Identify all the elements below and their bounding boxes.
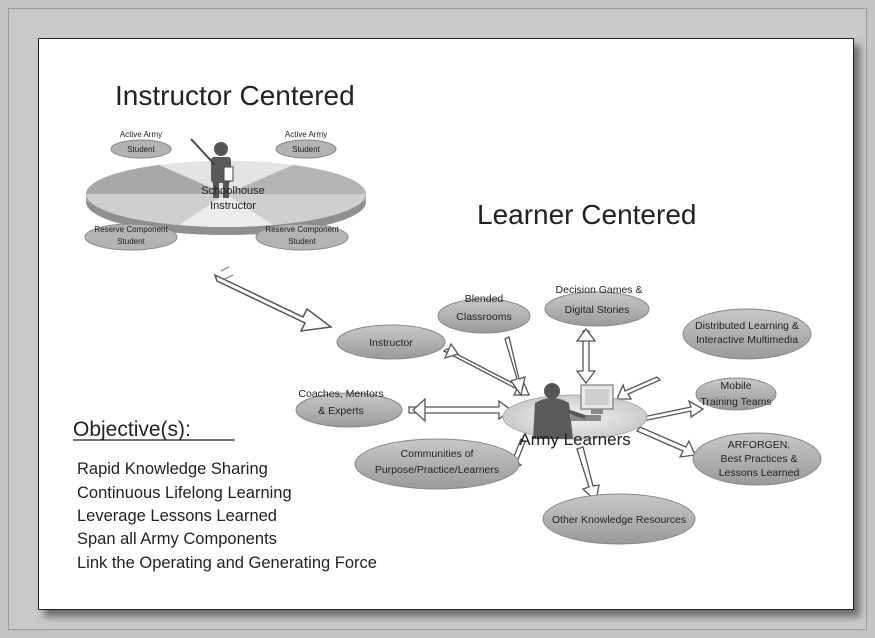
node-instructor: Instructor [336,324,446,360]
node-decision-games: Decision Games & Digital Stories [544,284,650,327]
svg-text:& Experts: & Experts [318,405,364,417]
svg-text:Instructor: Instructor [369,337,413,349]
svg-text:Student: Student [288,237,316,246]
army-learners-label: Army Learners [519,430,630,449]
objective-item: Rapid Knowledge Sharing [77,460,268,478]
instructor-centered-title: Instructor Centered [115,80,355,111]
node-other-knowledge: Other Knowledge Resources [542,493,696,545]
learner-centered-title: Learner Centered [477,199,696,230]
svg-text:Distributed Learning &: Distributed Learning & [695,320,799,332]
node-mobile-training-teams: Mobile Training Teams [695,377,777,411]
transition-arrow-icon [213,266,333,332]
svg-text:Reserve Component: Reserve Component [265,225,339,234]
svg-text:ARFORGEN,: ARFORGEN, [728,439,790,451]
svg-text:Student: Student [127,145,155,154]
instructor-figure-icon [190,138,234,198]
node-distributed-learning: Distributed Learning & Interactive Multi… [682,308,812,360]
svg-text:Best Practices &: Best Practices & [720,453,797,465]
svg-text:Student: Student [117,237,145,246]
svg-text:Other Knowledge Resources: Other Knowledge Resources [552,514,686,526]
objective-item: Span all Army Components [77,530,277,548]
objective-item: Leverage Lessons Learned [77,507,277,525]
svg-text:Active Army: Active Army [285,130,327,139]
svg-text:Mobile: Mobile [721,380,752,392]
student-reserve-left: Reserve Component Student [84,223,178,251]
svg-text:Communities of: Communities of [401,448,474,460]
army-learners-hub [502,383,648,440]
svg-text:Purpose/Practice/Learners: Purpose/Practice/Learners [375,464,499,476]
svg-text:Classrooms: Classrooms [456,311,511,323]
svg-text:Digital Stories: Digital Stories [565,304,630,316]
svg-text:Reserve Component: Reserve Component [94,225,168,234]
svg-text:Active Army: Active Army [120,130,162,139]
svg-text:Coaches, Mentors: Coaches, Mentors [298,388,383,400]
objectives-block: Objective(s): Rapid Knowledge Sharing Co… [73,418,377,572]
svg-text:Lessons Learned: Lessons Learned [719,467,800,479]
objective-item: Link the Operating and Generating Force [77,554,377,572]
student-reserve-right: Reserve Component Student [255,223,349,251]
objectives-title: Objective(s): [73,418,191,441]
student-active-right: Active Army Student [275,130,337,159]
node-blended-classrooms: Blended Classrooms [437,293,531,334]
node-communities: Communities of Purpose/Practice/Learners [354,438,520,490]
slide: Instructor Centered Schoolhouse Instruct… [38,38,854,610]
svg-text:Student: Student [292,145,320,154]
svg-text:Blended: Blended [465,293,504,305]
objective-item: Continuous Lifelong Learning [77,484,292,502]
student-active-left: Active Army Student [110,130,172,159]
node-arforgen: ARFORGEN, Best Practices & Lessons Learn… [692,432,822,486]
diagram-canvas: Instructor Centered Schoolhouse Instruct… [73,80,822,572]
connector-arrows [408,327,705,503]
svg-text:Interactive Multimedia: Interactive Multimedia [696,334,798,346]
schoolhouse-label-2: Instructor [210,200,256,212]
schoolhouse-label-1: Schoolhouse [201,185,265,197]
svg-text:Training Teams: Training Teams [700,396,771,408]
node-coaches-mentors: Coaches, Mentors & Experts [295,388,403,428]
svg-text:Decision Games &: Decision Games & [556,284,643,296]
